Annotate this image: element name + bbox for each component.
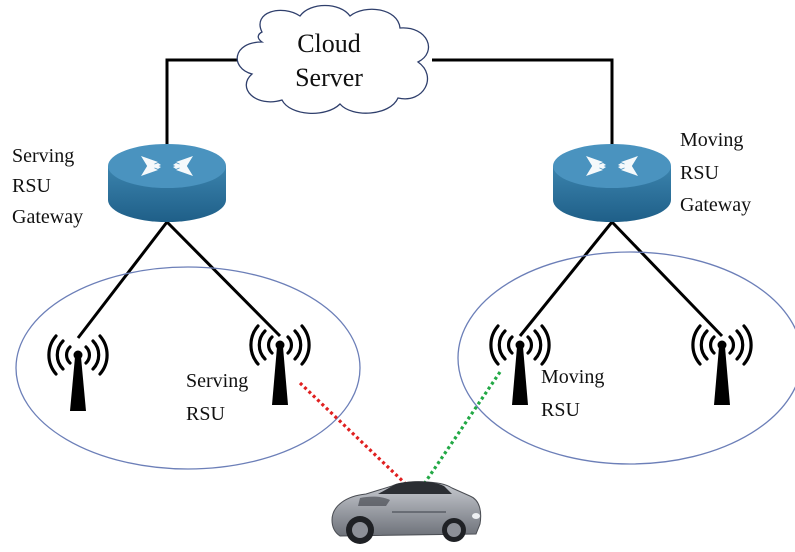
wire-moving-gateway-rsu2: [610, 220, 724, 338]
wire-cloud-moving-gateway: [432, 58, 614, 150]
antenna-icon: [691, 324, 753, 405]
serving-coverage-area: [15, 266, 361, 470]
serving-rsu-label-line2: RSU: [186, 403, 225, 425]
cloud-server: Cloud Server: [236, 4, 430, 115]
antenna-icon: [249, 324, 311, 405]
rsu-antenna-moving-2: [691, 324, 753, 405]
moving-gateway-label-line3: Gateway: [680, 194, 751, 216]
serving-wireless-link: [298, 381, 414, 492]
cloud-label-line1: Cloud: [297, 29, 361, 58]
rsu-antenna-moving-1: [489, 324, 551, 405]
moving-gateway-router: [553, 144, 671, 222]
serving-gateway-label-line1: Serving: [12, 145, 74, 167]
wire-serving-gateway-rsu1: [76, 221, 169, 339]
moving-coverage-area: [457, 251, 795, 465]
moving-wireless-link: [418, 371, 502, 491]
moving-gateway-label-line2: RSU: [680, 162, 719, 184]
moving-rsu-label-line2: RSU: [541, 399, 580, 421]
serving-rsu-label-line1: Serving: [186, 370, 248, 392]
cloud-label-line2: Server: [295, 63, 363, 92]
moving-gateway-label-line1: Moving: [680, 129, 743, 151]
wire-moving-gateway-rsu1: [518, 221, 614, 337]
antenna-icon: [489, 324, 551, 405]
serving-gateway-label-line3: Gateway: [12, 206, 83, 228]
wire-cloud-serving-gateway: [165, 58, 242, 150]
wire-serving-gateway-rsu2: [165, 220, 282, 338]
serving-gateway-label-line2: RSU: [12, 175, 51, 197]
antenna-icon: [47, 334, 109, 411]
moving-rsu-label-line1: Moving: [541, 366, 604, 388]
wired-links: [76, 58, 724, 339]
serving-gateway-router: [108, 144, 226, 222]
vehicle: [331, 481, 482, 544]
rsu-antenna-serving-2: [249, 324, 311, 405]
car-icon: [331, 481, 482, 544]
rsu-antenna-serving-1: [47, 334, 109, 411]
cloud-icon: [236, 4, 430, 115]
